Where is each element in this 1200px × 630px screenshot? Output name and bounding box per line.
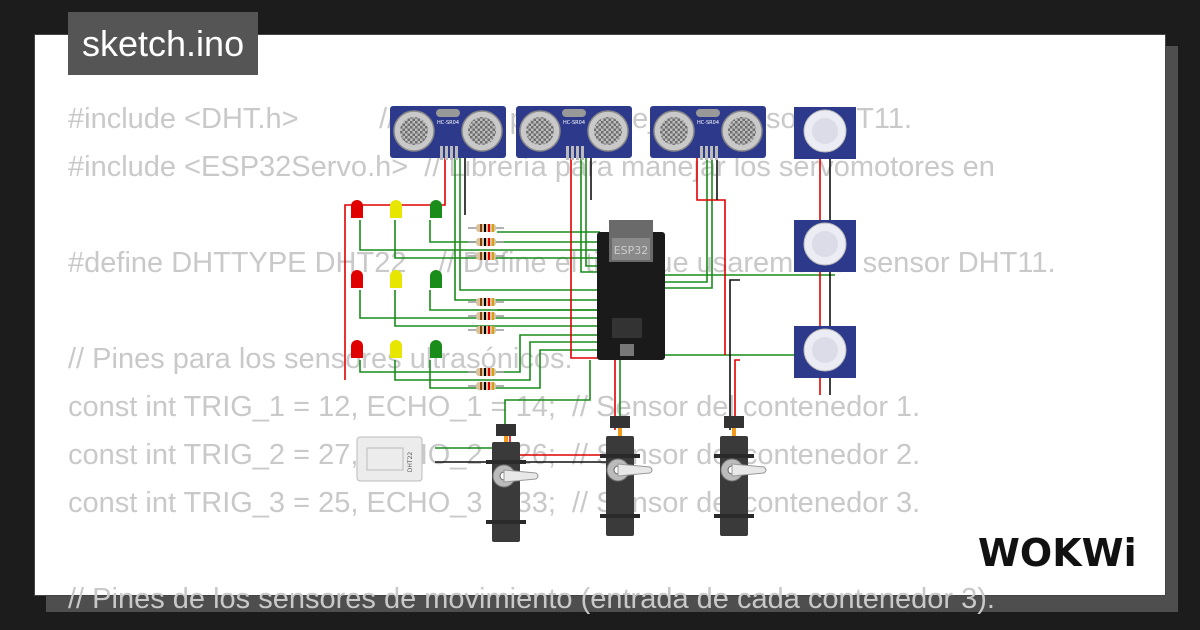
ultrasonic-sensor-2 [515, 105, 633, 161]
wires-red [344, 155, 821, 456]
pir-sensor-1 [793, 106, 857, 160]
wokwi-logo: WOKWi [978, 531, 1137, 575]
code-line: // Pines de los sensores de movimiento (… [68, 583, 995, 615]
leds [351, 200, 442, 358]
dht22-sensor: DHT22 [356, 436, 423, 482]
wokwi-logo-text: WOKWi [978, 531, 1137, 575]
code-line: const int TRIG_1 = 12, ECHO_1 = 14; // S… [68, 391, 921, 423]
ultrasonic-sensor-3 [649, 105, 767, 161]
ultrasonic-sensor-1 [389, 105, 507, 161]
servo-motors [485, 416, 767, 543]
sketch-title: sketch.ino [68, 12, 259, 75]
resistors [467, 223, 505, 391]
svg-text:ESP32: ESP32 [614, 244, 649, 257]
pir-sensor-2 [793, 219, 857, 273]
svg-text:DHT22: DHT22 [407, 452, 414, 473]
pir-sensor-3 [793, 325, 857, 379]
esp32-board: ESP32 [597, 220, 665, 360]
